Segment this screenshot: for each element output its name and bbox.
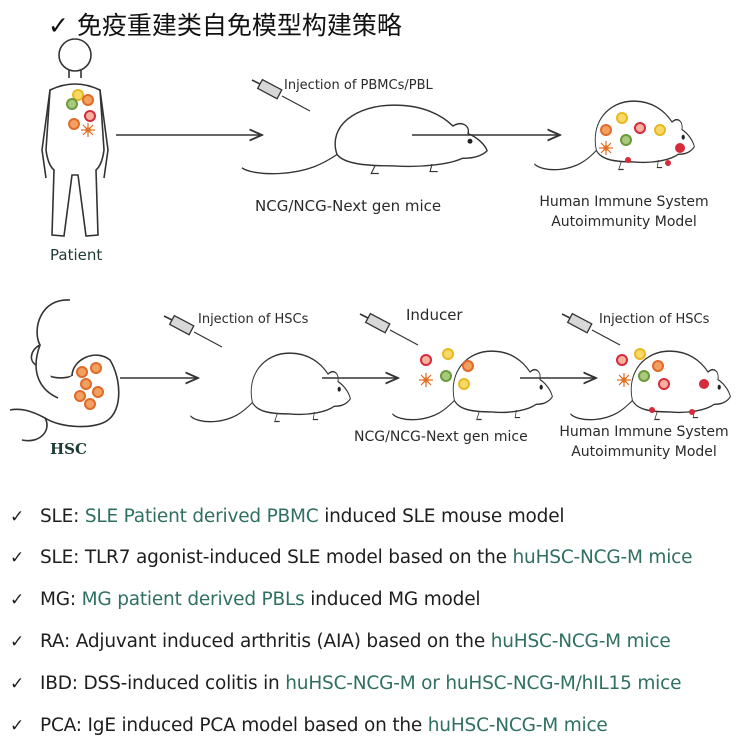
bullet-item: ✓ IBD: DSS-induced colitis in huHSC-NCG-M… — [10, 673, 681, 694]
patient-label: Patient — [50, 246, 103, 264]
bullet-item: ✓ SLE: TLR7 agonist-induced SLE model bas… — [10, 547, 693, 568]
check-icon: ✓ — [10, 548, 25, 568]
injection-hsc-label-2: Injection of HSCs — [599, 312, 710, 327]
result-label-1: Human Immune System Autoimmunity Model — [524, 192, 724, 232]
patient-figure — [41, 38, 109, 237]
bullet-text: SLE: — [40, 506, 85, 527]
injection-pbmc-label: Injection of PBMCs/PBL — [284, 78, 433, 93]
check-icon: ✓ — [10, 632, 25, 652]
mouse-strain-label: NCG/NCG-Next gen mice — [255, 197, 442, 215]
result-line-2: Autoimmunity Model — [571, 444, 717, 460]
check-icon: ✓ — [10, 716, 25, 736]
bullet-text: IBD: DSS-induced colitis in — [40, 673, 286, 694]
page-title: ✓ 免疫重建类自免模型构建策略 — [48, 11, 402, 40]
bullet-item: ✓ MG: MG patient derived PBLs induced MG … — [10, 589, 481, 610]
result-label-2: Human Immune System Autoimmunity Model — [544, 422, 744, 462]
bullet-highlight: huHSC-NCG-M mice — [427, 715, 608, 736]
mouse-ncg — [241, 104, 488, 175]
check-icon: ✓ — [10, 590, 25, 610]
bullet-item: ✓ SLE: SLE Patient derived PBMC induced S… — [10, 506, 565, 527]
mouse-ncg-2 — [391, 350, 554, 421]
inducer-label: Inducer — [406, 306, 463, 324]
bullet-text: PCA: IgE induced PCA model based on the — [40, 715, 428, 736]
fetus-figure — [9, 299, 120, 442]
bullet-highlight: huHSC-NCG-M or huHSC-NCG-M/hIL15 mice — [285, 673, 682, 694]
bullet-item: ✓ PCA: IgE induced PCA model based on the… — [10, 715, 608, 736]
strategy-diagram — [9, 38, 732, 442]
hsc-label: HSC — [50, 440, 87, 458]
bullet-text: RA: Adjuvant induced arthritis (AIA) bas… — [40, 631, 491, 652]
bullet-text: induced SLE mouse model — [318, 506, 565, 527]
bullet-highlight: huHSC-NCG-M mice — [512, 547, 693, 568]
model-cells-1 — [598, 112, 685, 166]
result-line-1: Human Immune System — [539, 194, 709, 210]
bullet-text: induced MG model — [304, 589, 481, 610]
bullet-item: ✓ RA: Adjuvant induced arthritis (AIA) ba… — [10, 631, 671, 652]
result-line-1: Human Immune System — [559, 424, 729, 440]
bullet-highlight: MG patient derived PBLs — [81, 589, 305, 610]
bullet-text: MG: — [40, 589, 82, 610]
bullet-text: SLE: TLR7 agonist-induced SLE model base… — [40, 547, 513, 568]
induced-cells — [418, 348, 474, 390]
bullet-highlight: huHSC-NCG-M mice — [490, 631, 671, 652]
check-icon: ✓ — [10, 674, 25, 694]
model-cells-2 — [616, 348, 709, 415]
result-line-2: Autoimmunity Model — [551, 214, 697, 230]
mouse-strain-label-2: NCG/NCG-Next gen mice — [354, 429, 528, 445]
injection-hsc-label: Injection of HSCs — [198, 312, 309, 327]
mouse-hsc — [189, 352, 352, 423]
bullet-highlight: SLE Patient derived PBMC — [84, 506, 319, 527]
check-icon: ✓ — [10, 507, 25, 527]
